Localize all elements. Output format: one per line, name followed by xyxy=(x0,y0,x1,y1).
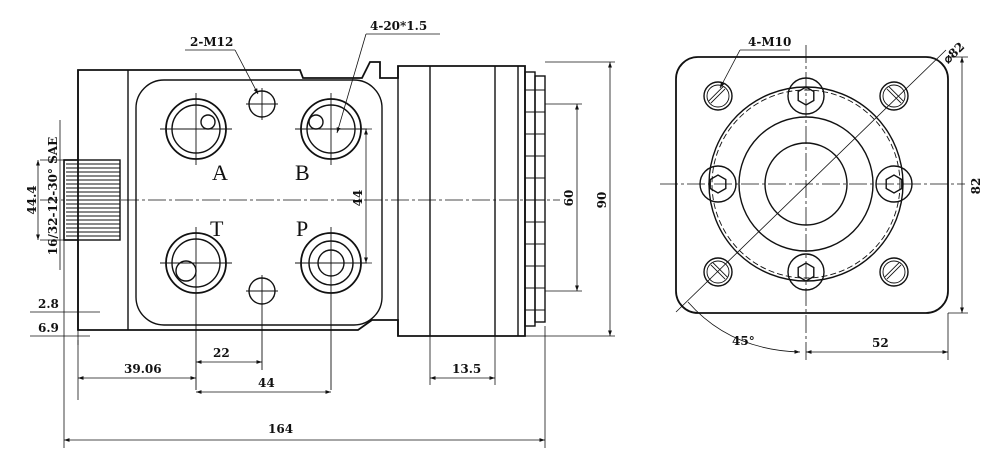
body-outline xyxy=(77,61,526,337)
corner-holes xyxy=(703,81,909,287)
svg-text:44: 44 xyxy=(258,376,275,390)
bolt-circle xyxy=(711,89,901,279)
port-p xyxy=(295,227,367,390)
dim-width-52: 52 xyxy=(806,313,949,360)
valve-block-face xyxy=(135,79,383,326)
dim-60: 60 xyxy=(545,103,582,292)
dim-164-overall: 164 xyxy=(63,326,546,448)
dim-22: 22 xyxy=(196,346,262,364)
callout-mounting: 2-M12 xyxy=(185,35,259,95)
svg-text:44.4: 44.4 xyxy=(25,185,39,214)
port-t-label: T xyxy=(210,216,224,241)
svg-text:82: 82 xyxy=(969,178,983,195)
end-cap-ribs xyxy=(525,89,545,311)
svg-text:45°: 45° xyxy=(732,334,755,348)
dim-44-vertical: 44 xyxy=(331,128,372,264)
corner-hole xyxy=(879,81,909,111)
svg-text:44: 44 xyxy=(351,190,365,207)
end-flange xyxy=(675,56,949,314)
dim-spline-note: 16/32-12-30° SAE xyxy=(46,120,61,270)
dim-6-9: 6.9 xyxy=(30,321,90,337)
dim-2-8: 2.8 xyxy=(30,240,100,345)
front-view: A B T P 2-M12 4-20*1.5 44.4 16/32-12-30°… xyxy=(25,19,615,448)
corner-hole xyxy=(879,257,909,287)
hex-bolt xyxy=(787,77,825,115)
dim-angle-45: 45° xyxy=(687,301,801,354)
svg-text:4-20*1.5: 4-20*1.5 xyxy=(370,19,427,33)
svg-text:2.8: 2.8 xyxy=(38,297,59,311)
svg-text:16/32-12-30° SAE: 16/32-12-30° SAE xyxy=(46,137,60,255)
svg-text:22: 22 xyxy=(213,346,230,360)
hex-bolts xyxy=(699,77,913,291)
hex-bolt xyxy=(699,165,737,203)
dim-44-horizontal: 44 xyxy=(196,376,331,394)
svg-text:6.9: 6.9 xyxy=(38,321,59,335)
svg-text:39.06: 39.06 xyxy=(124,362,162,376)
svg-text:90: 90 xyxy=(595,192,609,209)
hex-bolt xyxy=(875,165,913,203)
end-view: 4-M10 ⌀82 82 52 45° xyxy=(660,35,983,360)
port-b-label: B xyxy=(295,160,310,185)
hex-bolt xyxy=(787,253,825,291)
dim-13-5: 13.5 xyxy=(429,336,496,385)
dim-39-06: 39.06 xyxy=(77,340,196,400)
mount-hole-bottom xyxy=(246,275,278,370)
inner-ring xyxy=(738,116,874,252)
callout-holes: 4-M10 xyxy=(719,35,791,89)
svg-text:4-M10: 4-M10 xyxy=(748,35,791,49)
port-a xyxy=(160,93,232,165)
svg-text:164: 164 xyxy=(268,422,293,436)
callout-ports: 4-20*1.5 xyxy=(336,19,440,134)
corner-hole xyxy=(703,81,733,111)
svg-text:52: 52 xyxy=(872,336,889,350)
mount-hole-top xyxy=(246,88,278,120)
port-t xyxy=(160,227,232,390)
dim-90: 90 xyxy=(525,61,615,337)
center-boss xyxy=(764,142,848,226)
corner-hole xyxy=(703,257,733,287)
svg-text:13.5: 13.5 xyxy=(452,362,481,376)
svg-text:⌀82: ⌀82 xyxy=(940,39,967,66)
port-a-label: A xyxy=(212,160,228,185)
end-cap-outer xyxy=(534,75,546,323)
svg-text:2-M12: 2-M12 xyxy=(190,35,233,49)
dim-height-82: 82 xyxy=(948,56,983,314)
svg-text:60: 60 xyxy=(562,190,576,207)
dim-spline-dia: 44.4 xyxy=(25,159,64,241)
port-p-label: P xyxy=(296,216,308,241)
